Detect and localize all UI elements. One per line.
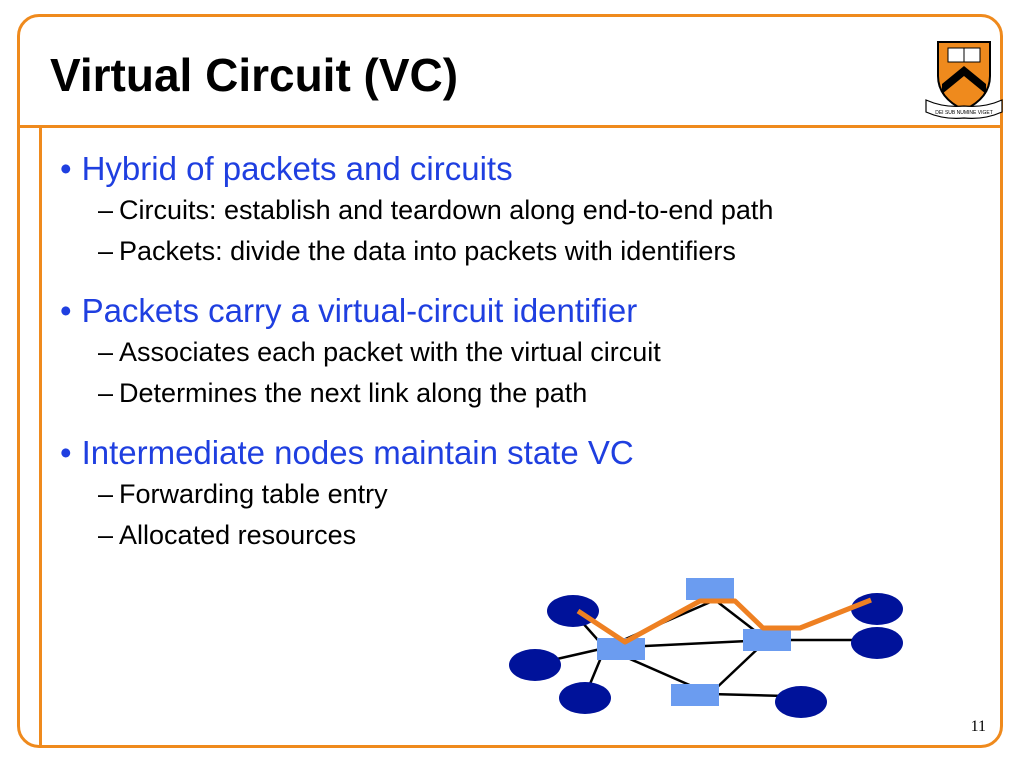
bullet-text: Hybrid of packets and circuits [81, 150, 513, 187]
host-node [775, 686, 827, 718]
sub-bullet-item: –Circuits: establish and teardown along … [60, 190, 1000, 231]
bullet-item: •Packets carry a virtual-circuit identif… [60, 290, 1000, 414]
sub-bullet-glyph: – [98, 520, 114, 550]
slide-title: Virtual Circuit (VC) [50, 49, 459, 101]
virtual-circuit-path [576, 597, 872, 645]
sub-bullet-list: –Forwarding table entry–Allocated resour… [60, 474, 1000, 556]
sub-bullet-text: Associates each packet with the virtual … [119, 337, 661, 367]
sub-bullet-glyph: – [98, 479, 114, 509]
princeton-shield-icon: DEI SUB NUMINE VIGET [925, 41, 1003, 119]
link [709, 692, 786, 698]
sub-bullet-item: –Associates each packet with the virtual… [60, 332, 1000, 373]
sub-bullet-list: –Circuits: establish and teardown along … [60, 190, 1000, 272]
slide-frame [17, 14, 1003, 748]
bullet-glyph: • [60, 150, 72, 187]
sub-bullet-text: Circuits: establish and teardown along e… [119, 195, 774, 225]
sub-bullet-item: –Packets: divide the data into packets w… [60, 231, 1000, 272]
vc-network-diagram [509, 578, 903, 718]
left-divider [39, 125, 42, 748]
sub-bullet-text: Allocated resources [119, 520, 357, 550]
host-node [851, 627, 903, 659]
bullet-text: Packets carry a virtual-circuit identifi… [81, 292, 638, 329]
bullet-text: Intermediate nodes maintain state VC [81, 434, 634, 471]
bullet-heading: •Intermediate nodes maintain state VC [60, 432, 1000, 474]
sub-bullet-text: Determines the next link along the path [119, 378, 588, 408]
sub-bullet-text: Forwarding table entry [119, 479, 388, 509]
bullet-glyph: • [60, 434, 72, 471]
host-node [559, 682, 611, 714]
page-number: 11 [970, 718, 986, 735]
sub-bullet-item: –Determines the next link along the path [60, 373, 1000, 414]
switch-node [597, 638, 645, 660]
bullet-glyph: • [60, 292, 72, 329]
sub-bullet-item: –Allocated resources [60, 515, 1000, 556]
host-node [509, 649, 561, 681]
sub-bullet-glyph: – [98, 236, 114, 266]
crest-motto: DEI SUB NUMINE VIGET [935, 110, 993, 116]
sub-bullet-glyph: – [98, 378, 114, 408]
bullet-item: •Intermediate nodes maintain state VC–Fo… [60, 432, 1000, 556]
title-divider [17, 125, 1003, 128]
sub-bullet-item: –Forwarding table entry [60, 474, 1000, 515]
switch-node [743, 629, 791, 651]
sub-bullet-glyph: – [98, 195, 114, 225]
bullet-item: •Hybrid of packets and circuits–Circuits… [60, 148, 1000, 272]
sub-bullet-glyph: – [98, 337, 114, 367]
bullet-heading: •Packets carry a virtual-circuit identif… [60, 290, 1000, 332]
switch-node [671, 684, 719, 706]
switch-node [686, 578, 734, 600]
sub-bullet-text: Packets: divide the data into packets wi… [119, 236, 736, 266]
sub-bullet-list: –Associates each packet with the virtual… [60, 332, 1000, 414]
bullet-list: •Hybrid of packets and circuits–Circuits… [60, 148, 1000, 574]
host-node [851, 593, 903, 625]
bullet-heading: •Hybrid of packets and circuits [60, 148, 1000, 190]
